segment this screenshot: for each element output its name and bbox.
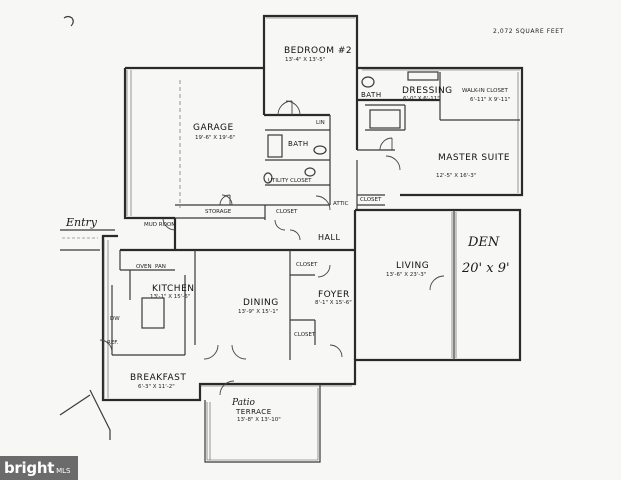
kitchen-name: KITCHEN	[152, 284, 195, 294]
watermark-brand: bright	[4, 459, 55, 477]
dressing-name: DRESSING	[402, 86, 453, 96]
bath-lower-name: BATH	[288, 140, 309, 148]
closet-foyer-label: CLOSET	[296, 262, 318, 268]
master-name: MASTER SUITE	[438, 153, 510, 163]
patio-handwritten: Patio	[231, 398, 256, 408]
breakfast-dims: 6'-3" X 11'-2"	[138, 384, 175, 390]
interior-walls	[59, 68, 520, 463]
walkin-name: WALK-IN CLOSET	[462, 88, 508, 94]
lin-label: LIN	[316, 120, 325, 126]
garage-name: GARAGE	[193, 123, 234, 133]
closet-hall-label: CLOSET	[276, 209, 298, 215]
door-swings	[99, 100, 445, 396]
attic-label: ATTIC	[333, 201, 349, 207]
utility-name: UTILITY CLOSET	[268, 178, 312, 184]
patio-dims: 13'-8" X 13'-10"	[237, 417, 281, 423]
room-labels: BEDROOM #2 13'-4" X 13'-5" GARAGE 19'-6"…	[107, 46, 510, 423]
exterior-walls	[101, 14, 524, 402]
pan-label: PAN	[155, 264, 166, 270]
bedroom2-dims: 13'-4" X 13'-5"	[285, 57, 325, 63]
breakfast-name: BREAKFAST	[130, 373, 186, 383]
watermark-sub: MLS	[56, 467, 71, 475]
dressing-dims: 6'-0" X 6'-11"	[403, 96, 440, 102]
foyer-name: FOYER	[318, 290, 350, 300]
foyer-dims: 8'-1" X 15'-6"	[315, 300, 352, 306]
closet-lower-label: CLOSET	[294, 332, 316, 338]
corner-fragment	[63, 15, 74, 27]
living-dims: 13'-6" X 23'-3"	[386, 272, 426, 278]
entry-handwritten: Entry	[65, 216, 98, 229]
wall-hatching	[103, 17, 520, 398]
mls-watermark: bright MLS	[0, 456, 78, 480]
bedroom2-name: BEDROOM #2	[284, 46, 352, 56]
dw-label: DW	[110, 316, 120, 322]
storage-label: STORAGE	[205, 209, 232, 215]
closet-master-label: CLOSET	[360, 197, 382, 203]
dining-dims: 13'-9" X 15'-1"	[238, 309, 278, 315]
refr-label: REF.	[107, 340, 119, 346]
master-dims: 12'-5" X 16'-3"	[436, 173, 476, 179]
den-size-handwritten: 20' x 9'	[461, 261, 510, 276]
bath-upper-name: BATH	[361, 91, 382, 99]
walkin-dims: 6'-11" X 9'-11"	[470, 97, 510, 103]
hall-name: HALL	[318, 233, 340, 242]
bath-fixtures	[263, 71, 439, 184]
den-handwritten: DEN	[467, 235, 500, 250]
patio-name: TERRACE	[235, 408, 272, 416]
dining-name: DINING	[243, 298, 279, 308]
handwritten-notes: Entry DEN 20' x 9' Patio	[65, 216, 510, 408]
oven-label: OVEN	[136, 264, 152, 270]
garage-dims: 19'-6" X 19'-6"	[195, 135, 235, 141]
kitchen-dims: 13'-1" X 15'-6"	[150, 294, 190, 300]
total-area-label: 2,072 SQUARE FEET	[493, 28, 564, 35]
mud-room-name: MUD ROOM	[144, 222, 176, 228]
living-name: LIVING	[396, 261, 429, 271]
